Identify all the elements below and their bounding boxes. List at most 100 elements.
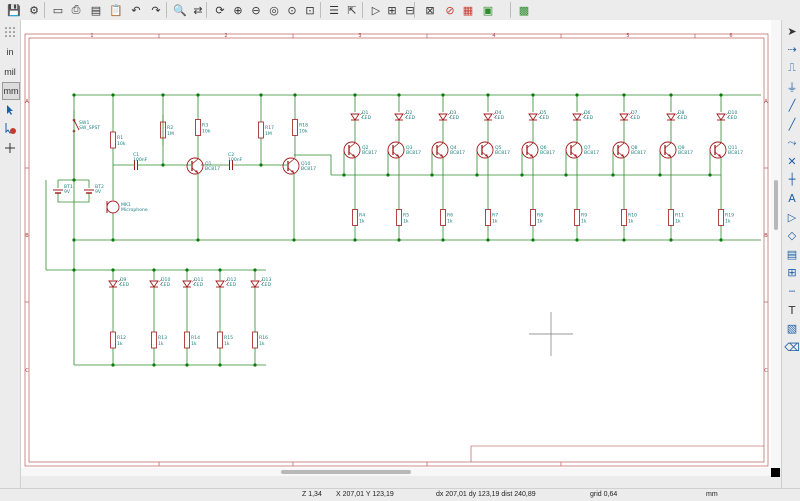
global-label-icon[interactable]: ▷ (787, 210, 797, 224)
transistor-stage-5[interactable] (521, 141, 539, 159)
led-stage-5[interactable] (528, 113, 538, 121)
paste-special-icon[interactable]: 📋 (109, 3, 123, 17)
led-stage-2[interactable] (394, 113, 404, 121)
transistor-q10[interactable] (282, 157, 300, 175)
resistor-r18[interactable] (292, 119, 298, 136)
bat-bottom[interactable] (57, 193, 90, 203)
print-icon[interactable]: ⎙ (71, 3, 81, 16)
redo-icon[interactable]: ↷ (151, 3, 161, 17)
undo-icon[interactable]: ↶ (131, 3, 141, 17)
plot-icon[interactable]: ▤ (90, 3, 102, 17)
microphone-mk1[interactable] (106, 200, 120, 214)
pcb-editor-icon[interactable]: ▣ (482, 3, 494, 17)
q10-to-stages[interactable] (294, 154, 332, 175)
horizontal-scrollbar[interactable] (21, 468, 771, 476)
import-sheet-pin-icon[interactable]: ⊞ (787, 266, 797, 280)
delete-icon[interactable]: ⌫ (784, 340, 800, 354)
resistor-r2[interactable] (160, 121, 166, 139)
hier-sheet-icon[interactable]: ▤ (786, 247, 798, 261)
resistor-bottom-5[interactable] (252, 331, 258, 349)
transistor-stage-1[interactable] (343, 141, 361, 159)
transistor-stage-7[interactable] (612, 141, 630, 159)
led-bottom-1[interactable] (108, 280, 118, 288)
resistor-r1[interactable] (110, 131, 116, 149)
schematic-setup-icon[interactable]: ⚙ (29, 3, 39, 17)
led-bottom-2[interactable] (149, 280, 159, 288)
line-mode-icon[interactable] (2, 140, 18, 156)
horizontal-scroll-thumb[interactable] (281, 470, 411, 474)
zoom-out-icon[interactable]: ⊖ (251, 3, 261, 17)
transistor-stage-6[interactable] (565, 141, 583, 159)
wire-to-bus-entry-icon[interactable]: ⤳ (787, 135, 797, 149)
units-inches-button[interactable]: in (2, 44, 18, 60)
navigate-hierarchy-icon[interactable]: ☰ (329, 3, 339, 17)
led-stage-7[interactable] (619, 113, 629, 121)
add-wire-icon[interactable]: ╱ (788, 98, 796, 112)
add-image-icon[interactable]: ▧ (786, 322, 798, 336)
find-replace-icon[interactable]: ⇄ (193, 3, 203, 17)
resistor-stage-5[interactable] (530, 209, 536, 226)
resistor-r17[interactable] (258, 121, 264, 139)
led-bottom-4[interactable] (215, 280, 225, 288)
transistor-stage-8[interactable] (659, 141, 677, 159)
zoom-fit-icon[interactable]: ◎ (269, 3, 279, 17)
leave-sheet-icon[interactable]: ⇱ (347, 3, 357, 17)
transistor-stage-9[interactable] (709, 141, 727, 159)
led-stage-9[interactable] (716, 113, 726, 121)
units-mils-button[interactable]: mil (2, 64, 18, 80)
zoom-selection-icon[interactable]: ⊡ (305, 3, 315, 17)
led-stage-1[interactable] (350, 113, 360, 121)
led-stage-3[interactable] (438, 113, 448, 121)
transistor-q1[interactable] (186, 157, 204, 175)
add-bus-icon[interactable]: ╱ (788, 117, 796, 131)
transistor-stage-4[interactable] (476, 141, 494, 159)
run-simulator-icon[interactable]: ▷ (371, 3, 381, 17)
resistor-bottom-3[interactable] (184, 331, 190, 349)
junction-icon[interactable]: ┼ (788, 173, 796, 187)
vertical-scrollbar[interactable] (771, 20, 781, 468)
resistor-stage-2[interactable] (396, 209, 402, 226)
no-connect-icon[interactable]: ✕ (787, 154, 797, 168)
transistor-stage-2[interactable] (387, 141, 405, 159)
led-stage-4[interactable] (483, 113, 493, 121)
resistor-stage-7[interactable] (621, 209, 627, 226)
led-stage-6[interactable] (572, 113, 582, 121)
resistor-stage-3[interactable] (440, 209, 446, 226)
zoom-objects-icon[interactable]: ⊙ (287, 3, 297, 17)
add-line-icon[interactable]: ┄ (788, 284, 796, 298)
resistor-stage-6[interactable] (574, 209, 580, 226)
resistor-r3[interactable] (195, 119, 201, 136)
add-text-icon[interactable]: T (788, 303, 796, 317)
resistor-stage-9[interactable] (718, 209, 724, 226)
resistor-stage-4[interactable] (485, 209, 491, 226)
footprint-assign-icon[interactable]: ⊠ (425, 3, 435, 17)
resistor-stage-8[interactable] (668, 209, 674, 226)
vertical-scroll-thumb[interactable] (774, 180, 778, 230)
bom-icon[interactable]: ▦ (462, 3, 474, 17)
symbol-editor-icon[interactable]: ⊞ (387, 3, 397, 17)
save-icon[interactable]: 💾 (7, 3, 21, 17)
units-mm-button[interactable]: mm (2, 82, 20, 100)
net-label-icon[interactable]: A (788, 191, 796, 205)
grid-toggle-icon[interactable] (2, 24, 18, 40)
led-bottom-3[interactable] (182, 280, 192, 288)
symbol-browser-icon[interactable]: ⊟ (405, 3, 415, 17)
resistor-stage-1[interactable] (352, 209, 358, 226)
scripting-icon[interactable]: ▩ (518, 3, 530, 17)
led-bottom-5[interactable] (250, 280, 260, 288)
find-icon[interactable]: 🔍 (173, 3, 187, 17)
switch-sw1[interactable] (73, 119, 80, 131)
hidden-pins-icon[interactable] (2, 120, 18, 136)
resistor-bottom-2[interactable] (151, 331, 157, 349)
add-symbol-icon[interactable]: ⎍ (788, 61, 796, 75)
refresh-icon[interactable]: ⟳ (215, 3, 225, 17)
add-power-icon[interactable]: ⏚ (786, 80, 798, 94)
hier-label-icon[interactable]: ◇ (787, 229, 797, 243)
cursor-style-icon[interactable] (2, 102, 18, 118)
highlight-net-icon[interactable]: ⇢ (787, 43, 797, 57)
zoom-in-icon[interactable]: ⊕ (233, 3, 243, 17)
led-stage-8[interactable] (666, 113, 676, 121)
resistor-bottom-4[interactable] (217, 331, 223, 349)
transistor-stage-3[interactable] (431, 141, 449, 159)
select-icon[interactable]: ➤ (787, 24, 797, 38)
